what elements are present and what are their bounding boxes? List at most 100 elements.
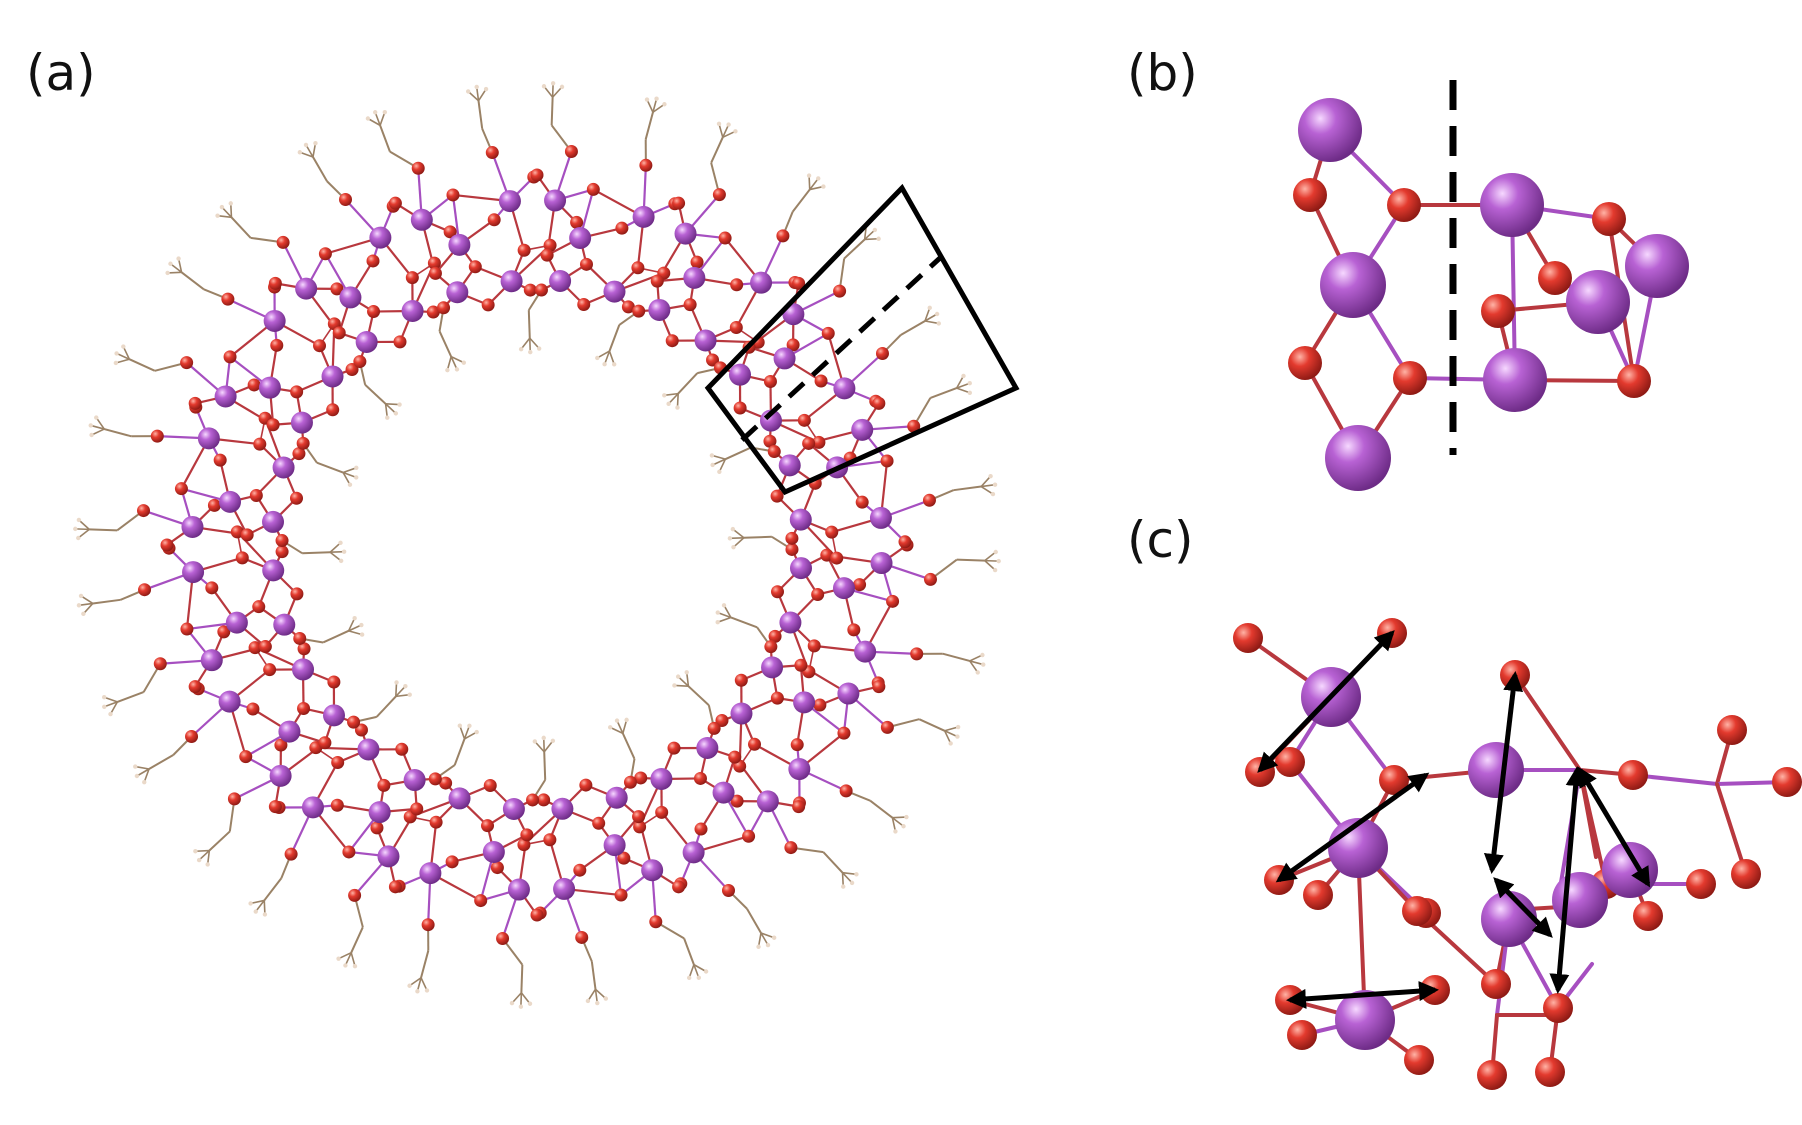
ligand-stick <box>609 726 624 735</box>
ligand-stick <box>148 754 174 770</box>
hydrogen-atom <box>527 1001 533 1006</box>
ligand-stick <box>305 144 314 158</box>
ligand-stick <box>717 616 732 623</box>
hydrogen-atom <box>121 344 126 349</box>
ligand-stick <box>723 604 732 618</box>
oxygen-atom <box>764 640 778 654</box>
metal-atom <box>694 329 717 352</box>
hydrogen-atom <box>359 622 364 628</box>
hydrogen-atom <box>142 779 147 785</box>
ligand-stick <box>395 682 398 697</box>
oxygen-atom <box>718 231 732 245</box>
hydrogen-atom <box>424 988 430 993</box>
oxygen-atom <box>540 248 554 262</box>
hydrogen-atom <box>603 996 609 1001</box>
metal-atom <box>258 376 281 399</box>
hydrogen-atom <box>955 724 961 730</box>
metal-atom <box>682 841 705 864</box>
metal-atom <box>789 508 812 531</box>
oxygen-atom <box>543 238 557 252</box>
metal-atom <box>605 786 628 809</box>
oxygen-atom <box>483 778 497 792</box>
panel-b-metal-atoms <box>1298 98 1689 491</box>
hydrogen-atom <box>114 351 119 356</box>
oxygen-atom <box>410 802 424 816</box>
ligand-stick <box>808 175 811 190</box>
metal-atom <box>269 764 292 787</box>
oxygen-atom <box>721 883 735 897</box>
oxygen-atom <box>1535 1057 1565 1087</box>
ligand-stick <box>395 693 410 698</box>
ligand-stick <box>122 346 131 360</box>
oxygen-atom <box>275 534 289 548</box>
oxygen-atom <box>847 623 861 637</box>
metal-atom <box>833 377 856 400</box>
oxygen-atom <box>785 531 799 545</box>
ligand-stick <box>103 696 118 703</box>
oxygen-atom <box>188 680 202 694</box>
ligand-stick <box>930 387 957 399</box>
hydrogen-atom <box>624 717 629 723</box>
oxygen-atom <box>1387 188 1421 222</box>
ligand-stick <box>687 685 710 707</box>
hydrogen-atom <box>765 942 771 948</box>
panel-label-a: (a) <box>26 44 96 102</box>
oxygen-atom <box>290 587 304 601</box>
ligand-stick <box>550 97 554 126</box>
ligand-stick <box>169 263 183 273</box>
oxygen-atom <box>517 243 531 257</box>
hydrogen-atom <box>756 944 761 949</box>
metal-atom <box>1480 173 1544 237</box>
ligand-stick <box>841 872 853 884</box>
hydrogen-atom <box>168 261 173 266</box>
oxygen-atom <box>706 353 720 367</box>
oxygen-atom <box>837 726 851 740</box>
ligand-stick <box>944 726 959 732</box>
ligand-stick <box>956 558 985 562</box>
ligand-stick <box>438 330 453 358</box>
metal-atom <box>263 309 286 332</box>
oxygen-atom <box>785 542 799 556</box>
ligand-stick <box>329 551 342 562</box>
oxygen-atom <box>693 771 707 785</box>
oxygen-atom <box>672 196 686 210</box>
hydrogen-atom <box>73 526 78 532</box>
ligand-stick <box>693 964 700 979</box>
metal-atom <box>1468 742 1524 798</box>
hydrogen-atom <box>936 321 941 326</box>
oxygen-atom <box>792 276 806 290</box>
oxygen-atom <box>1477 1060 1507 1090</box>
ligand-stick <box>416 977 422 992</box>
oxygen-atom <box>1233 623 1263 653</box>
metal-atom <box>1328 818 1388 878</box>
oxygen-atom <box>763 434 777 448</box>
hydrogen-atom <box>347 482 353 487</box>
hydrogen-atom <box>393 411 399 416</box>
metal-atom <box>1481 891 1537 947</box>
ligand-stick <box>374 111 381 126</box>
hydrogen-atom <box>262 912 268 917</box>
ligand-stick <box>676 393 679 408</box>
oxygen-atom <box>592 816 606 830</box>
hydrogen-atom <box>975 670 980 675</box>
hydrogen-atom <box>602 362 607 367</box>
hydrogen-atom <box>961 373 966 379</box>
oxygen-atom <box>875 347 889 361</box>
hydrogen-atom <box>94 415 99 420</box>
ligand-stick <box>117 691 144 703</box>
metal-atom <box>419 862 442 885</box>
metal-atom <box>761 656 784 679</box>
oxygen-atom <box>496 931 510 945</box>
metal-atom <box>322 704 345 727</box>
metal-atom <box>278 720 301 743</box>
ligand-stick <box>312 156 328 182</box>
ligand-stick <box>379 111 386 126</box>
panel-c-metal-atoms <box>1301 667 1658 1050</box>
ligand-stick <box>95 417 105 430</box>
hydrogen-atom <box>876 236 881 241</box>
oxygen-atom <box>655 805 669 819</box>
hydrogen-atom <box>992 567 998 573</box>
ligand-stick <box>511 992 522 1004</box>
double-arrow <box>1257 630 1395 773</box>
oxygen-atom <box>1717 715 1747 745</box>
